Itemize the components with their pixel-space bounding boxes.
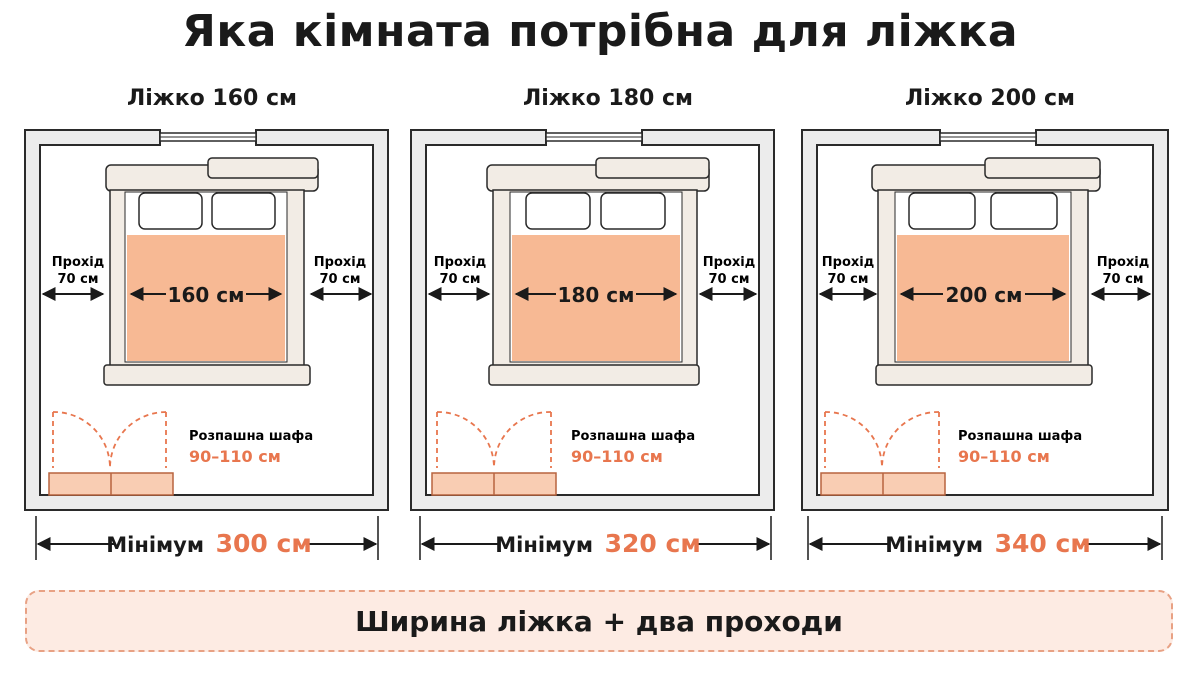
- room-2-right-passage-value: 70 см: [709, 272, 750, 287]
- room-3-minimum-label: Мінімум: [885, 533, 983, 557]
- room-3-right-passage-label: Прохід: [1097, 255, 1149, 270]
- room-3-minimum-text: Мінімум 340 см: [885, 529, 1091, 558]
- room-1-bed-title: Ліжко 160 см: [126, 86, 298, 111]
- page-title: Яка кімната потрібна для ліжка: [181, 6, 1019, 57]
- room-2-left-passage-label: Прохід: [434, 255, 486, 270]
- room-3-pillow-left: [908, 192, 976, 230]
- room-1-minimum-text: Мінімум 300 см: [106, 529, 312, 558]
- room-3-window: [939, 132, 1037, 142]
- room-2-bed-width-label: 180 см: [558, 283, 635, 307]
- room-1-minimum-value: 300 см: [216, 529, 312, 558]
- room-3-bed: [871, 157, 1101, 386]
- room-2-pillow-right: [600, 192, 666, 230]
- room-1-walls: [24, 129, 389, 511]
- room-1-window: [159, 132, 257, 142]
- room-1-wardrobe-label: Розпашна шафа: [189, 429, 313, 444]
- room-3-wardrobe-value: 90–110 см: [958, 447, 1050, 466]
- room-3-wardrobe-label: Розпашна шафа: [958, 429, 1082, 444]
- room-2-pillow-left: [525, 192, 591, 230]
- room-1: 160 см Прохід 70 см Прохід 70 см Розпашн…: [24, 129, 389, 560]
- room-2-bed-title: Ліжко 180 см: [522, 86, 694, 111]
- room-2-minimum-label: Мінімум: [495, 533, 593, 557]
- room-3-wardrobe: [820, 411, 946, 496]
- room-1-wardrobe: [48, 411, 174, 496]
- room-1-bed-width-label: 160 см: [168, 283, 245, 307]
- formula-text: Ширина ліжка + два проходи: [355, 604, 843, 638]
- room-3-bed-title: Ліжко 200 см: [904, 86, 1076, 111]
- room-3-pillow-right: [990, 192, 1058, 230]
- room-1-right-passage-value: 70 см: [320, 272, 361, 287]
- room-1-pillow-left: [138, 192, 203, 230]
- room-2-minimum-value: 320 см: [605, 529, 701, 558]
- room-2-bed: [486, 157, 710, 386]
- room-2-walls: [410, 129, 775, 511]
- room-3-right-passage-value: 70 см: [1103, 272, 1144, 287]
- room-1-wardrobe-value: 90–110 см: [189, 447, 281, 466]
- room-2-wardrobe-value: 90–110 см: [571, 447, 663, 466]
- room-1-left-passage-label: Прохід: [52, 255, 104, 270]
- room-3-left-passage-value: 70 см: [828, 272, 869, 287]
- room-3-walls: [801, 129, 1169, 511]
- formula-banner: Ширина ліжка + два проходи: [25, 590, 1173, 652]
- room-2-left-passage-value: 70 см: [440, 272, 481, 287]
- room-3-bed-width-label: 200 см: [946, 283, 1023, 307]
- room-2-wardrobe-label: Розпашна шафа: [571, 429, 695, 444]
- room-2-minimum-text: Мінімум 320 см: [495, 529, 701, 558]
- room-1-left-passage-value: 70 см: [58, 272, 99, 287]
- room-1-minimum-label: Мінімум: [106, 533, 204, 557]
- room-2: 180 см Прохід 70 см Прохід 70 см Розпашн…: [410, 129, 775, 560]
- room-2-right-passage-label: Прохід: [703, 255, 755, 270]
- room-1-pillow-right: [211, 192, 276, 230]
- room-1-bed: [103, 157, 319, 386]
- room-3: 200 см Прохід 70 см Прохід 70 см Розпашн…: [801, 129, 1169, 560]
- room-3-minimum-value: 340 см: [995, 529, 1091, 558]
- room-2-wardrobe: [431, 411, 557, 496]
- room-3-left-passage-label: Прохід: [822, 255, 874, 270]
- room-2-window: [545, 132, 643, 142]
- room-1-right-passage-label: Прохід: [314, 255, 366, 270]
